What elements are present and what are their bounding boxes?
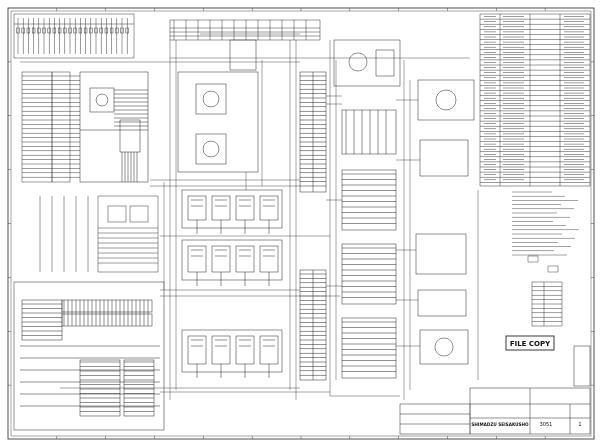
right-center-modules (333, 39, 401, 379)
top-left-connector-array (13, 13, 135, 59)
center-upper-modules (177, 39, 259, 173)
drawing-number: 3051 (540, 422, 553, 428)
legend-table (531, 281, 563, 327)
right-device-blocks (415, 79, 475, 365)
center-connector-column (299, 71, 327, 381)
notes-block (512, 191, 579, 273)
center-relay-row-1 (181, 189, 283, 234)
center-relay-row-3 (181, 329, 283, 378)
title-block (399, 345, 591, 435)
left-mid-block (39, 195, 159, 273)
zone-ticks (8, 8, 594, 439)
center-relay-row-2 (181, 239, 283, 286)
parts-list-table (479, 13, 591, 187)
sheet-number: 1 (578, 422, 581, 428)
left-signal-block-upper (21, 71, 80, 183)
stamp-label: FILE COPY (510, 340, 551, 348)
wire-network (20, 33, 479, 400)
file-copy-stamp: FILE COPY (505, 335, 555, 351)
lower-left-terminal-board (13, 281, 165, 431)
main-bus-columns (169, 19, 321, 41)
left-relay-group (79, 71, 149, 183)
company-name: SHIMADZU SEISAKUSHO (471, 422, 529, 427)
